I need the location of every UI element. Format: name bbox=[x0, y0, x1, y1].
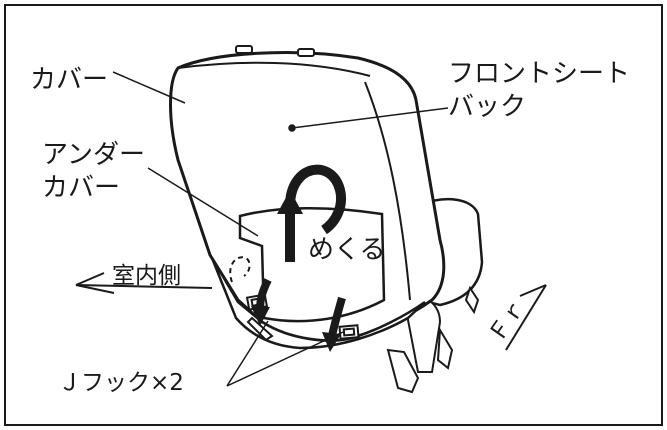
fr-arrow bbox=[505, 284, 547, 351]
flip-arrow bbox=[277, 164, 346, 262]
down-arrow-right bbox=[322, 296, 346, 352]
leader-lines bbox=[112, 71, 449, 387]
label-under-cover-2: カバー bbox=[42, 173, 120, 203]
headrest-tab bbox=[297, 48, 315, 57]
headrest-tab bbox=[235, 45, 253, 54]
label-front-seat-back-2: バック bbox=[448, 92, 526, 122]
label-flip: めくる bbox=[308, 235, 385, 265]
side-seam bbox=[364, 81, 411, 301]
hidden-hook-outline bbox=[229, 256, 251, 283]
j-hook-right bbox=[338, 324, 360, 340]
label-under-cover-1: アンダー bbox=[42, 140, 145, 170]
frame bbox=[4, 4, 663, 426]
label-j-hook: Ｊフック×2 bbox=[58, 370, 184, 396]
label-cover: カバー bbox=[30, 65, 108, 95]
down-arrow-left bbox=[251, 278, 272, 326]
label-front-seat-back-1: フロントシート bbox=[448, 59, 630, 89]
label-interior-side: 室内側 bbox=[112, 263, 181, 289]
interior-side-arrow bbox=[75, 272, 213, 294]
top-seam bbox=[177, 61, 371, 77]
